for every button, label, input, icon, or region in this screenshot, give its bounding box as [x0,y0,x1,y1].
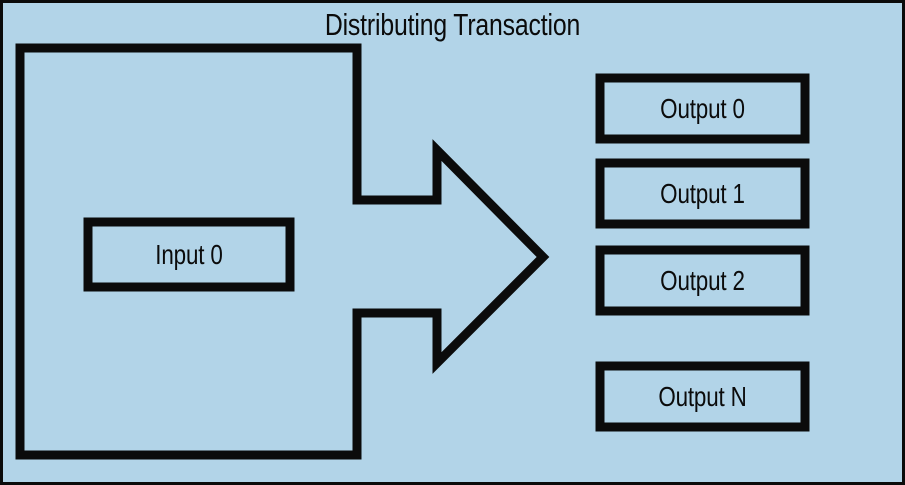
output-1-box[interactable] [595,158,810,229]
transaction-boundary-with-arrow [15,43,550,460]
output-0-box[interactable] [595,73,810,144]
input-0-box[interactable] [83,217,295,292]
output-2-box[interactable] [595,245,810,316]
output-n-box[interactable] [595,361,810,432]
